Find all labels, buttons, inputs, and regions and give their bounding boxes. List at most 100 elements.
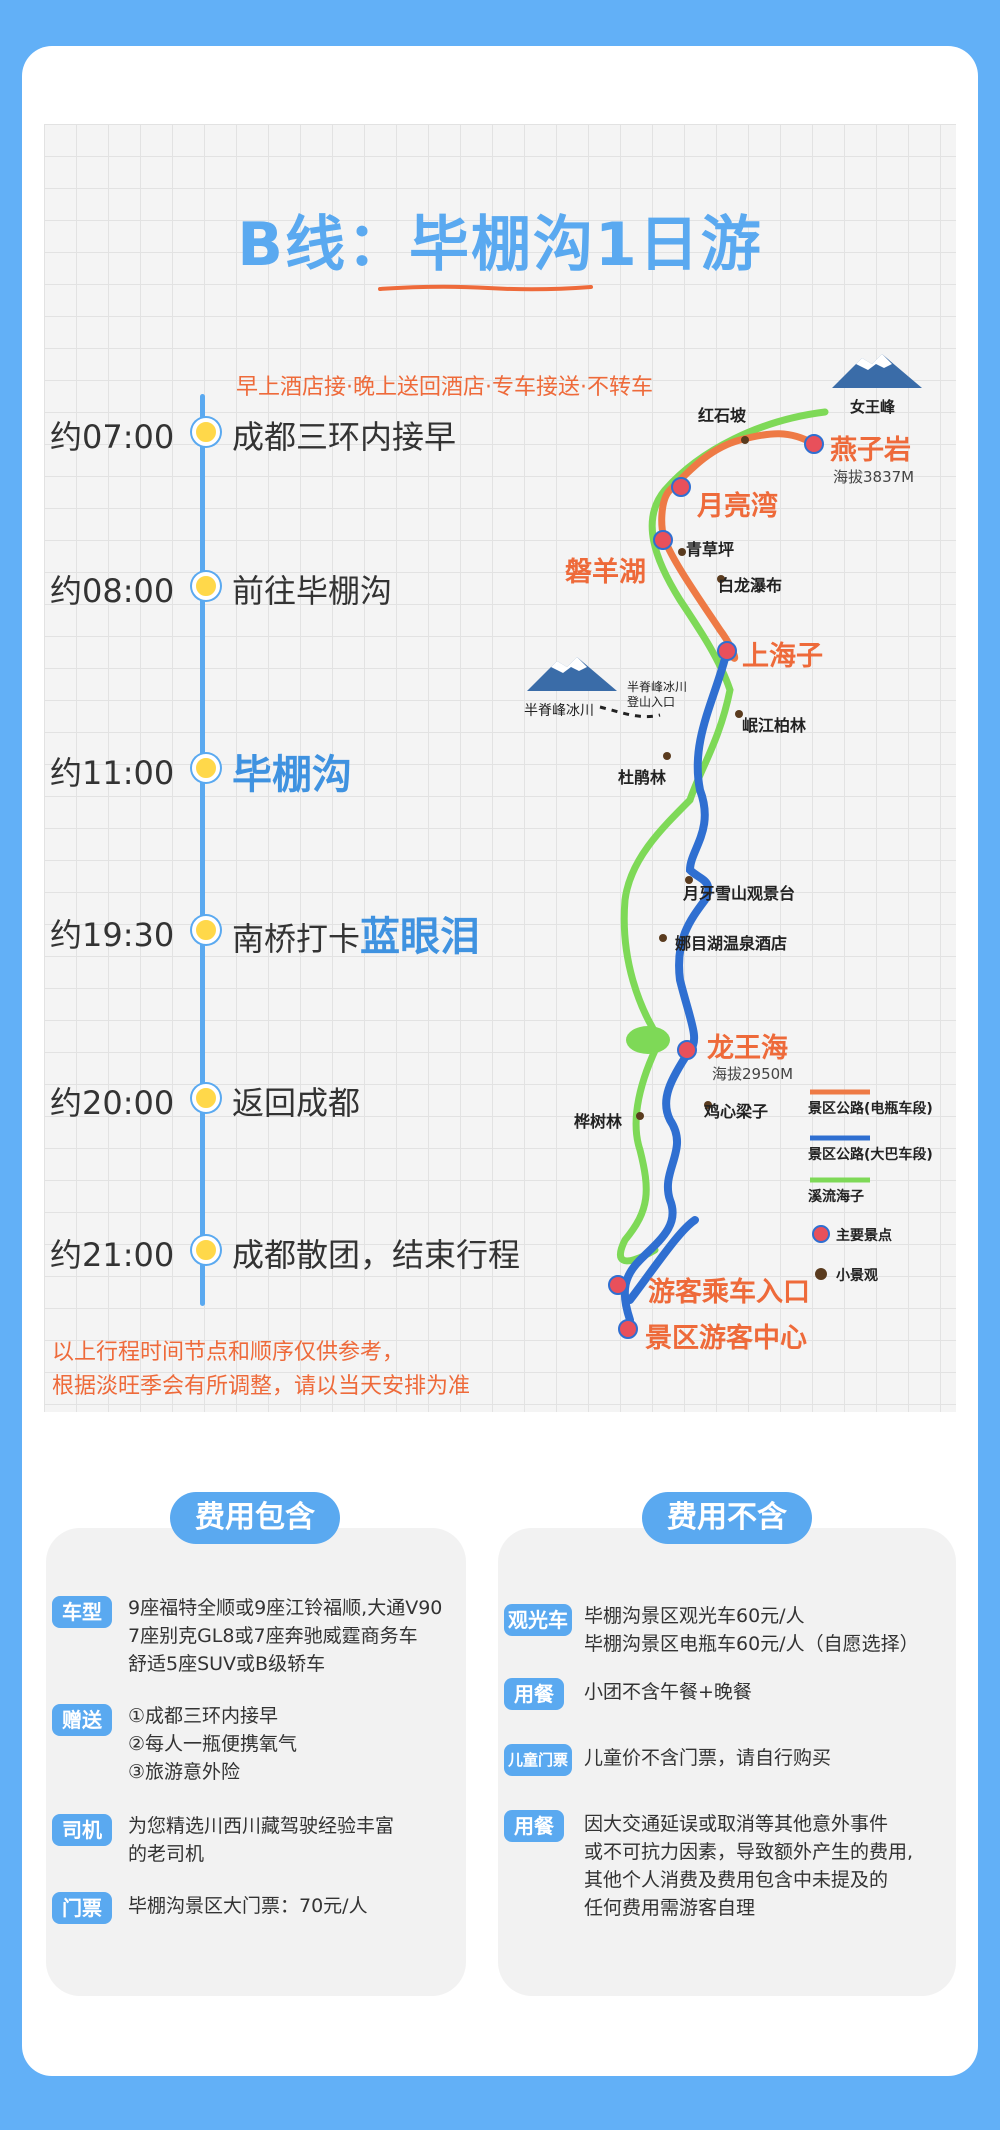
text-line: 小团不含午餐+晚餐 xyxy=(584,1681,752,1703)
title-main: 毕棚沟1日游 xyxy=(408,210,763,280)
map-label-minor: 鸡心梁子 xyxy=(704,1102,769,1121)
text-line: 任何费用需游客自理 xyxy=(584,1897,756,1919)
text-line: 的老司机 xyxy=(128,1843,205,1865)
title-underline xyxy=(378,284,593,292)
map-label-major: 上海子 xyxy=(742,641,823,672)
major-spot-marker xyxy=(804,434,824,454)
route-map xyxy=(527,354,922,1339)
included-text: 毕棚沟景区大门票：70元/人 xyxy=(128,1892,368,1920)
text-line: 7座别克GL8或7座奔驰威霆商务车 xyxy=(128,1625,418,1647)
text-line: 或不可抗力因素，导致额外产生的费用, xyxy=(584,1841,914,1863)
map-label-minor: 月牙雪山观景台 xyxy=(683,884,796,903)
map-label-minor: 桦树林 xyxy=(574,1112,623,1131)
legend-label: 小景观 xyxy=(836,1268,878,1284)
timeline-text: 前往毕棚沟 xyxy=(232,572,393,610)
note-line: 根据淡旺季会有所调整，请以当天安排为准 xyxy=(52,1374,471,1399)
excluded-text: 小团不含午餐+晚餐 xyxy=(584,1678,752,1706)
text-line: 儿童价不含门票，请自行购买 xyxy=(584,1747,832,1769)
timeline-time: 约11:00 xyxy=(50,754,175,792)
page-title: B线：毕棚沟1日游 xyxy=(0,196,1000,283)
map-label-minor: 杜鹃林 xyxy=(618,768,667,787)
mountain-icon xyxy=(527,657,617,691)
text-line: ①成都三环内接早 xyxy=(128,1705,279,1727)
timeline-dot xyxy=(192,1236,220,1264)
text-line: 9座福特全顺或9座江铃福顺,大通V90 xyxy=(128,1597,443,1619)
legend-label: 主要景点 xyxy=(836,1228,892,1244)
timeline-dot xyxy=(192,1084,220,1112)
timeline-text: 毕棚沟 xyxy=(232,752,352,798)
map-label-minor: 红石坡 xyxy=(698,406,747,425)
excluded-text: 因大交通延误或取消等其他意外事件 或不可抗力因素，导致额外产生的费用, 其他个人… xyxy=(584,1810,913,1922)
minor-spot-marker xyxy=(704,1101,712,1109)
text-line: ②每人一瓶便携氧气 xyxy=(128,1733,298,1755)
minor-spot-marker xyxy=(741,436,749,444)
included-tag: 门票 xyxy=(52,1892,112,1924)
legend-label: 景区公路(大巴车段) xyxy=(808,1147,933,1163)
text-line: 舒适5座SUV或B级轿车 xyxy=(128,1653,326,1675)
glacier-trail xyxy=(599,705,661,719)
timeline-text: 成都散团，结束行程 xyxy=(232,1236,521,1274)
text-line: 其他个人消费及费用包含中未提及的 xyxy=(584,1869,889,1891)
minor-spot-marker xyxy=(735,710,743,718)
map-label-minor: 白龙瀑布 xyxy=(718,576,783,595)
map-label-major: 月亮湾 xyxy=(697,491,778,522)
included-tag: 车型 xyxy=(52,1596,112,1628)
text-line: 毕棚沟景区电瓶车60元/人（自愿选择） xyxy=(584,1633,919,1655)
map-label-major: 燕子岩 xyxy=(830,435,911,466)
timeline-time: 约08:00 xyxy=(50,572,175,610)
included-tag: 司机 xyxy=(52,1814,112,1846)
text-line: 因大交通延误或取消等其他意外事件 xyxy=(584,1813,889,1835)
map-label-major: 龙王海 xyxy=(707,1033,788,1064)
bus-road xyxy=(620,647,731,1324)
major-spot-marker xyxy=(618,1319,638,1339)
map-label-altitude: 海拔2950M xyxy=(712,1065,794,1083)
minor-spot-marker xyxy=(663,752,671,760)
map-label-mountain: 女王峰 xyxy=(850,398,896,416)
map-label-minor: 岷江柏林 xyxy=(742,716,807,735)
major-spot-marker xyxy=(671,477,691,497)
map-label-major: 磐羊湖 xyxy=(565,557,646,588)
excluded-tag: 用餐 xyxy=(504,1678,564,1710)
legend-label: 景区公路(电瓶车段) xyxy=(808,1101,933,1117)
stream-path xyxy=(617,408,829,1265)
timeline-text-prefix: 南桥打卡 xyxy=(232,920,361,958)
minor-spot-marker xyxy=(659,934,667,942)
map-label-glacier-entry: 半脊峰冰川 登山入口 xyxy=(627,680,688,709)
excluded-tag: 观光车 xyxy=(504,1604,572,1636)
lake-shape xyxy=(626,1026,670,1054)
timeline-dot xyxy=(192,418,220,446)
major-spot-marker xyxy=(653,530,673,550)
note-line: 以上行程时间节点和顺序仅供参考， xyxy=(52,1340,405,1365)
excluded-text: 儿童价不含门票，请自行购买 xyxy=(584,1744,831,1772)
text-line: 毕棚沟景区大门票：70元/人 xyxy=(128,1895,368,1917)
timeline-time: 约21:00 xyxy=(50,1236,175,1274)
mountain-icon xyxy=(832,354,922,388)
timeline-dot xyxy=(192,916,220,944)
minor-spot-marker xyxy=(636,1112,644,1120)
timeline-line xyxy=(200,394,205,1306)
legend-swatch xyxy=(812,1225,830,1243)
title-prefix: B线： xyxy=(237,210,409,280)
map-label-mountain: 半脊峰冰川 xyxy=(524,703,594,719)
subtitle: 早上酒店接·晚上送回酒店·专车接送·不转车 xyxy=(236,375,653,400)
major-spot-marker xyxy=(677,1040,697,1060)
timeline-dot xyxy=(192,754,220,782)
excluded-header: 费用不含 xyxy=(642,1492,812,1544)
minor-spot-marker xyxy=(717,575,725,583)
map-label-major: 游客乘车入口 xyxy=(648,1277,810,1308)
timeline-text: 返回成都 xyxy=(232,1084,361,1122)
itinerary-note: 以上行程时间节点和顺序仅供参考， 根据淡旺季会有所调整，请以当天安排为准 xyxy=(52,1336,470,1404)
map-label-major: 景区游客中心 xyxy=(645,1323,807,1354)
excluded-tag: 儿童门票 xyxy=(504,1744,572,1776)
minor-spot-marker xyxy=(685,876,693,884)
timeline-text: 成都三环内接早 xyxy=(232,418,457,456)
included-text: ①成都三环内接早 ②每人一瓶便携氧气 ③旅游意外险 xyxy=(128,1702,297,1786)
text-line: 毕棚沟景区观光车60元/人 xyxy=(584,1605,805,1627)
excluded-panel xyxy=(498,1528,956,1996)
text-line: ③旅游意外险 xyxy=(128,1761,241,1783)
legend-swatch xyxy=(815,1268,827,1280)
timeline-text-highlight: 蓝眼泪 xyxy=(360,914,481,960)
legend-label: 溪流海子 xyxy=(808,1189,864,1205)
major-spot-marker xyxy=(717,641,737,661)
timeline-time: 约20:00 xyxy=(50,1084,175,1122)
